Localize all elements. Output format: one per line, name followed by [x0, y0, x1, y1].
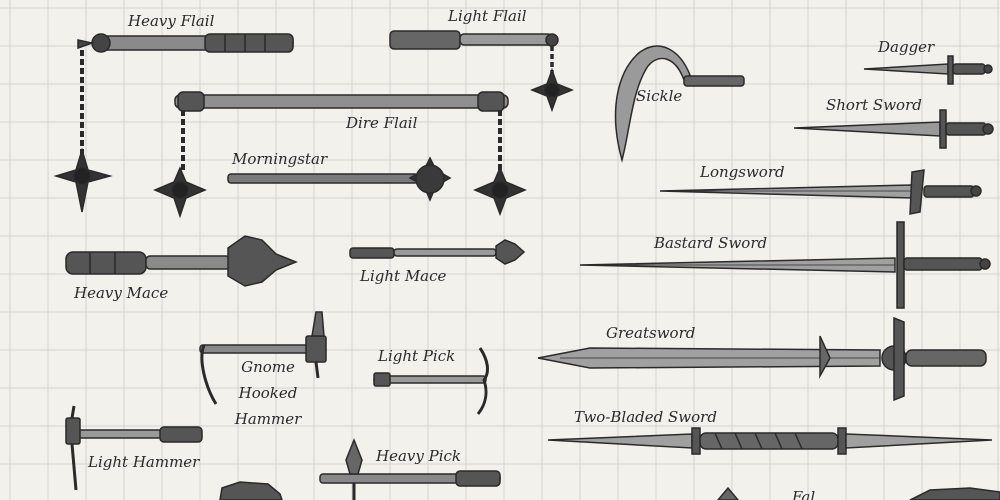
gnome-hooked-hammer-label: Gnome Hooked Hammer [228, 354, 308, 432]
morningstar-drawing [227, 156, 452, 202]
light-hammer-label: Light Hammer [88, 453, 200, 471]
dire-flail-label: Dire Flail [346, 114, 418, 132]
heavy-mace-label: Heavy Mace [74, 284, 169, 302]
short-sword-label: Short Sword [826, 96, 922, 114]
light-pick-drawing [373, 347, 489, 415]
partial-weapon-drawings [219, 481, 1000, 500]
longsword-drawing [659, 169, 982, 215]
light-mace-label: Light Mace [360, 267, 447, 285]
two-bladed-sword-drawing [547, 427, 993, 455]
dire-flail-drawing [153, 91, 527, 219]
morningstar-label: Morningstar [232, 150, 328, 168]
heavy-pick-label: Heavy Pick [376, 447, 461, 465]
sickle-label: Sickle [636, 87, 683, 105]
light-pick-label: Light Pick [378, 347, 456, 365]
two-bladed-sword-label: Two-Bladed Sword [574, 408, 717, 426]
cut-off-label: Fal [792, 488, 816, 500]
heavy-mace-drawing [65, 235, 299, 287]
light-flail-label: Light Flail [448, 7, 527, 25]
light-flail-drawing [389, 30, 575, 113]
dagger-drawing [863, 55, 993, 85]
gnome-hooked-hammer-label-line-2: Hooked [238, 384, 298, 402]
heavy-flail-drawing [53, 33, 294, 213]
dagger-label: Dagger [878, 38, 935, 56]
gnome-hooked-hammer-label-line-1: Gnome [241, 358, 295, 376]
bastard-sword-drawing [579, 221, 991, 309]
light-mace-drawing [349, 239, 526, 265]
short-sword-drawing [793, 109, 994, 149]
heavy-flail-label: Heavy Flail [128, 12, 215, 30]
greatsword-label: Greatsword [606, 324, 696, 342]
longsword-label: Longsword [700, 163, 785, 181]
greatsword-drawing [537, 316, 987, 402]
heavy-pick-drawing [319, 437, 501, 500]
sickle-drawing [614, 45, 745, 163]
light-hammer-drawing [65, 405, 203, 491]
gnome-hooked-hammer-drawing [199, 311, 327, 405]
gnome-hooked-hammer-label-line-3: Hammer [234, 410, 302, 428]
bastard-sword-label: Bastard Sword [654, 234, 768, 252]
